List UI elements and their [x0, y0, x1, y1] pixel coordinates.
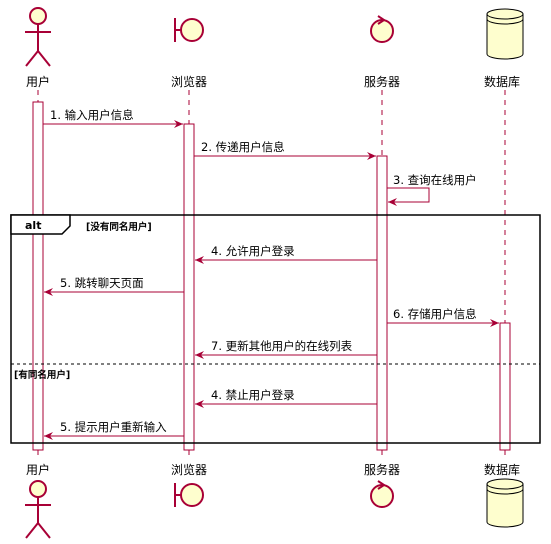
activation-user: [32, 101, 44, 451]
message-label-4: 4. 允许用户登录: [211, 244, 295, 258]
control-icon: [370, 480, 394, 508]
boundary-icon: [174, 18, 204, 42]
control-icon: [370, 15, 394, 43]
participant-label-db-top: 数据库: [484, 74, 520, 89]
alt-guard-2: [有同名用户]: [14, 369, 70, 381]
database-cylinder-icon: [486, 8, 524, 60]
actor-stick-figure-icon: [25, 7, 51, 67]
participant-label-browser-bottom: 浏览器: [171, 462, 207, 477]
message-label-8: 4. 禁止用户登录: [211, 388, 295, 402]
participant-label-server-bottom: 服务器: [364, 462, 400, 477]
message-label-3: 3. 查询在线用户: [393, 173, 477, 187]
message-label-1: 1. 输入用户信息: [50, 108, 134, 122]
message-label-7: 7. 更新其他用户的在线列表: [211, 339, 353, 353]
alt-fragment: alt [没有同名用户] [有同名用户]: [10, 214, 541, 444]
boundary-icon: [174, 483, 204, 507]
message-label-2: 2. 传递用户信息: [201, 140, 285, 154]
participant-label-browser-top: 浏览器: [171, 74, 207, 89]
activation-server: [376, 155, 388, 451]
alt-tag-box: [10, 214, 71, 235]
participant-heads-top: 用户 浏览器 服务器 数据库: [25, 7, 524, 89]
activation-browser: [183, 123, 195, 451]
message-arrow-3: [387, 187, 430, 206]
message-label-5: 5. 跳转聊天页面: [60, 276, 144, 290]
participant-label-server-top: 服务器: [364, 74, 400, 89]
database-cylinder-icon: [486, 478, 524, 528]
participant-label-user-top: 用户: [26, 74, 50, 89]
message-label-6: 6. 存储用户信息: [393, 307, 477, 321]
activation-db: [499, 322, 511, 451]
messages: 1. 输入用户信息 2. 传递用户信息 3. 查询在线用户 4. 允许用户登录 …: [43, 108, 499, 440]
alt-frame: [10, 214, 541, 444]
message-label-9: 5. 提示用户重新输入: [60, 420, 167, 434]
participant-heads-bottom: 用户 浏览器 服务器 数据库: [25, 462, 524, 539]
participant-label-db-bottom: 数据库: [484, 462, 520, 477]
alt-guard-1: [没有同名用户]: [86, 221, 152, 233]
alt-tag-label: alt: [25, 219, 41, 232]
activations: [32, 101, 511, 451]
actor-stick-figure-icon: [25, 480, 51, 539]
participant-label-user-bottom: 用户: [26, 462, 50, 477]
